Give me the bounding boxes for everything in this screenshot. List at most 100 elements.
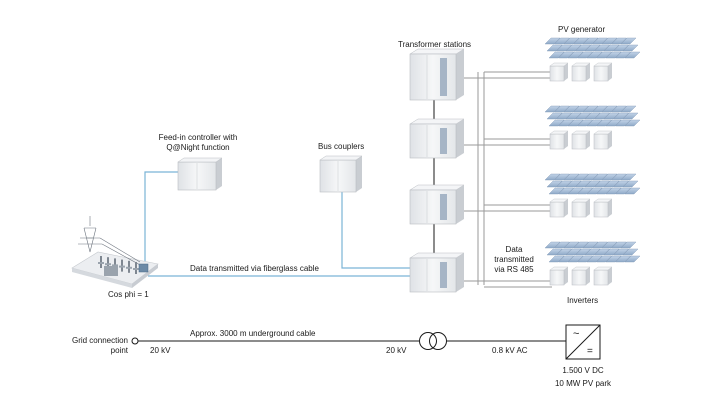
inverter-box — [571, 198, 591, 218]
label-cos-phi: Cos phi = 1 — [108, 290, 149, 299]
fiber-line-bus-coupler — [341, 192, 410, 269]
label-dc-voltage: 1.500 V DC — [562, 366, 604, 375]
pv-panel — [620, 241, 637, 249]
pv-panel — [615, 51, 631, 59]
pv-panel — [577, 51, 593, 59]
inverter-box-side — [608, 63, 612, 81]
pv-panel — [577, 119, 593, 127]
pv-panel — [605, 51, 622, 59]
pv-panel — [596, 255, 612, 263]
pv-row-3 — [544, 173, 641, 218]
pv-panel — [615, 187, 631, 195]
label-inverters: Inverters — [567, 296, 599, 305]
pv-panel — [594, 248, 610, 256]
pv-panel — [586, 187, 603, 195]
pv-panel — [548, 51, 565, 59]
pv-panel — [575, 112, 591, 120]
transformer-body — [409, 53, 457, 101]
transformer-vent — [440, 58, 447, 96]
pv-panel — [596, 51, 612, 59]
pv-panel — [563, 241, 580, 249]
pv-panel — [558, 51, 574, 59]
pv-panel — [622, 44, 639, 52]
transformer-body — [409, 123, 457, 159]
pv-panel — [586, 255, 603, 263]
pv-panel — [567, 119, 584, 127]
inverter-symbol-ac: ~ — [573, 328, 579, 340]
feed-in-controller-cabinet — [177, 157, 223, 191]
pv-panel-string — [548, 255, 641, 263]
pv-panel — [567, 51, 584, 59]
pv-panel — [575, 44, 591, 52]
inverter-box-top — [593, 62, 613, 67]
inverter-box — [593, 130, 613, 150]
pv-panel — [556, 180, 572, 188]
transformer-body — [409, 189, 457, 225]
inverter-box-body — [549, 133, 565, 150]
insulator-cap — [98, 262, 104, 264]
fiber-line-controller — [144, 171, 180, 270]
pv-panel — [575, 248, 591, 256]
pv-panel — [544, 241, 561, 249]
pv-panel — [565, 248, 582, 256]
inverter-box — [549, 62, 569, 82]
label-kv-ac: 0.8 kV AC — [492, 346, 528, 355]
pv-panel — [554, 105, 570, 113]
inverter-box — [549, 266, 569, 286]
pv-panel — [584, 248, 601, 256]
substation-base-edge — [72, 268, 132, 288]
transformer-body — [409, 257, 457, 293]
transformer-station-1 — [409, 48, 465, 101]
pv-panel — [546, 44, 563, 52]
controller-cabinet-top — [177, 157, 223, 163]
pv-panel — [567, 255, 584, 263]
pv-panel-string — [546, 180, 639, 188]
transformer-side — [456, 119, 464, 158]
inverter-box-body — [571, 269, 587, 286]
pv-panel — [596, 187, 612, 195]
pv-panel-string — [548, 119, 641, 127]
label-kv-mid: 20 kV — [386, 346, 407, 355]
transformer-side — [456, 49, 464, 100]
transformer-top — [409, 252, 465, 259]
pv-panel-string — [544, 241, 637, 249]
pv-panel — [586, 51, 603, 59]
inverter-box-top — [571, 266, 591, 271]
pv-panel — [548, 119, 565, 127]
power-single-line: ~ = — [131, 324, 601, 360]
pv-panel — [577, 255, 593, 263]
transformer-symbol-winding-2 — [429, 332, 447, 350]
pv-panel — [582, 241, 599, 249]
pv-panel — [603, 180, 620, 188]
transformer-side — [456, 185, 464, 224]
pv-panel — [601, 105, 618, 113]
pv-panel — [544, 173, 561, 181]
substation-insulators — [98, 256, 139, 274]
inverter-box-side — [586, 63, 590, 81]
pv-panel — [558, 187, 574, 195]
pv-panel — [546, 112, 563, 120]
inverter-box-side — [586, 131, 590, 149]
inverter-box-body — [571, 65, 587, 82]
rs485-lines — [458, 71, 552, 288]
pv-panel-string — [544, 37, 637, 45]
label-underground-cable: Approx. 3000 m underground cable — [190, 329, 316, 338]
pv-panel — [594, 112, 610, 120]
pv-panel — [558, 119, 574, 127]
pv-panel — [567, 187, 584, 195]
inverter-box-top — [549, 130, 569, 135]
transformer-station-4 — [409, 252, 465, 293]
label-transformer-stations: Transformer stations — [398, 40, 472, 49]
insulator-cap — [105, 263, 111, 266]
pv-panel — [556, 248, 572, 256]
pv-row-1 — [544, 37, 641, 82]
inverter-box-body — [593, 269, 609, 286]
insulator-cap — [133, 268, 139, 270]
fiber-cable-lines — [144, 171, 410, 277]
label-bus-couplers: Bus couplers — [318, 142, 365, 151]
inverter-box-body — [549, 201, 565, 218]
pv-panel — [605, 119, 622, 127]
pv-panel — [611, 37, 627, 45]
inverter-box-body — [593, 65, 609, 82]
